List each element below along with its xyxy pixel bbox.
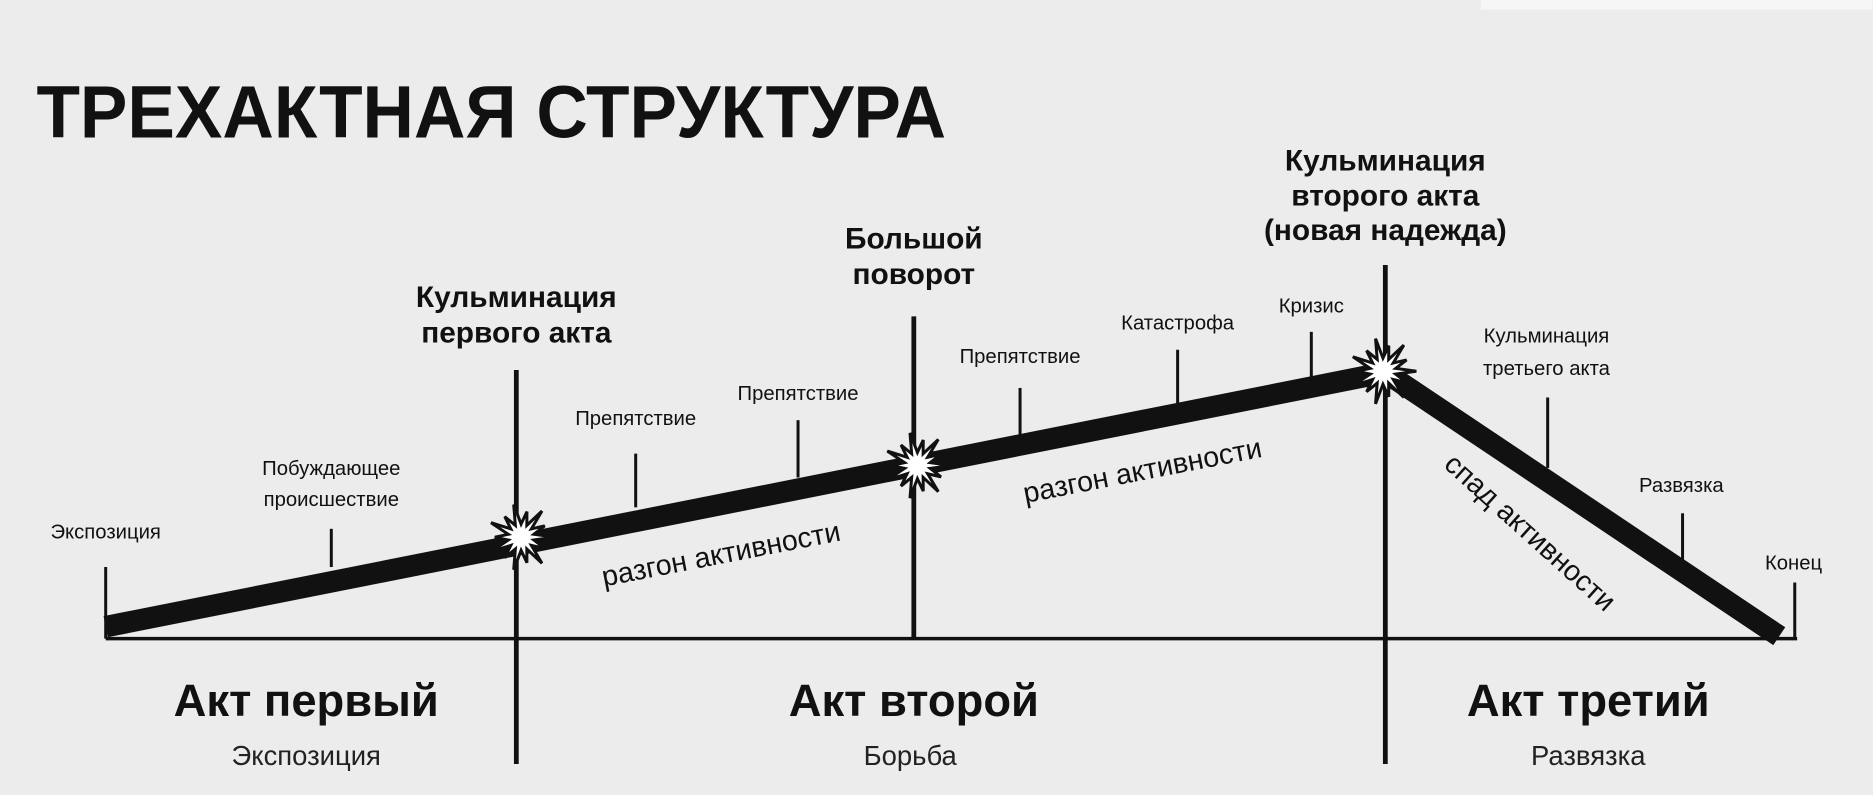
label-end: Конец: [1765, 552, 1823, 574]
top-strip: [1480, 0, 1873, 10]
label-resolution: Развязка: [1639, 475, 1724, 497]
act3-title: Акт третий: [1467, 675, 1710, 726]
event-ticks: [104, 331, 1797, 639]
label-climax2-line1: Кульминация: [1285, 145, 1486, 178]
act3-subtitle: Развязка: [1531, 740, 1646, 771]
label-crisis: Кризис: [1279, 296, 1344, 318]
label-climax3-line1: Кульминация: [1484, 326, 1610, 348]
label-climax2-line3: (новая надежда): [1264, 214, 1507, 247]
label-catastrophe: Катастрофа: [1121, 312, 1235, 334]
label-obstacle3: Препятствие: [960, 346, 1081, 368]
starburst-icon-second: [1352, 338, 1417, 405]
act2-subtitle: Борьба: [864, 740, 958, 771]
label-midpoint-line2: поворот: [852, 258, 975, 291]
act2-title: Акт второй: [789, 675, 1039, 726]
starburst-icon-first: [490, 504, 555, 571]
label-inciting-line1: Побуждающее: [262, 458, 400, 480]
label-midpoint-line1: Большой: [845, 222, 983, 255]
starburst-icon-midpoint: [886, 432, 952, 499]
act1-subtitle: Экспозиция: [232, 740, 381, 771]
label-obstacle2: Препятствие: [738, 383, 859, 405]
label-inciting-line2: происшествие: [264, 489, 399, 511]
label-climax1-line1: Кульминация: [416, 281, 617, 314]
label-exposition: Экспозиция: [50, 521, 160, 543]
label-climax1-line2: первого акта: [421, 317, 612, 350]
act1-title: Акт первый: [174, 675, 439, 726]
label-climax3-line2: третьего акта: [1483, 358, 1611, 380]
label-obstacle1: Препятствие: [575, 408, 696, 430]
label-climax2-line2: второго акта: [1291, 179, 1479, 212]
page-title: ТРЕХАКТНАЯ СТРУКТУРА: [36, 70, 946, 153]
